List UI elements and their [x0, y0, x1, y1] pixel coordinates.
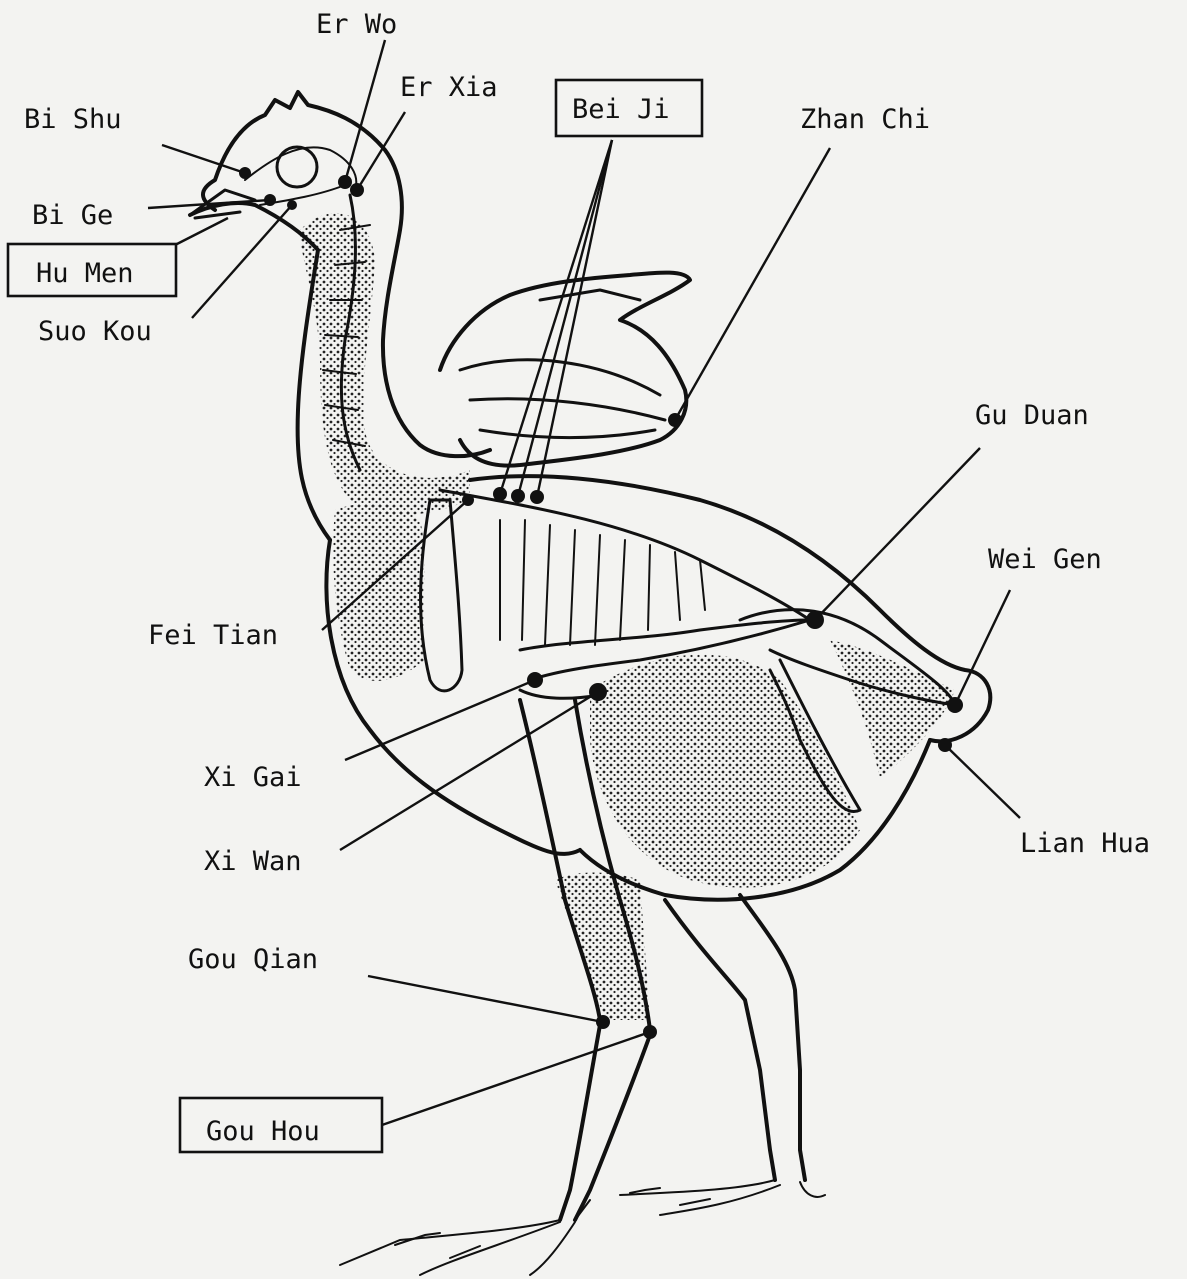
- leader-bei-ji-1: [500, 140, 612, 494]
- point-bei-ji-3: [530, 490, 544, 504]
- leader-bi-shu: [162, 145, 245, 173]
- leader-gou-hou: [382, 1032, 650, 1125]
- point-xi-gai: [527, 672, 543, 688]
- label-er-wo: Er Wo: [316, 9, 397, 40]
- label-gu-duan: Gu Duan: [975, 400, 1089, 431]
- skull-lines: [245, 147, 356, 205]
- label-fei-tian: Fei Tian: [148, 620, 278, 651]
- leg-flesh: [555, 873, 650, 1021]
- point-suo-kou: [287, 200, 297, 210]
- leader-hu-men: [175, 218, 228, 245]
- point-lian-hua: [938, 738, 952, 752]
- leader-suo-kou: [192, 205, 292, 318]
- leader-gu-duan: [815, 448, 980, 620]
- point-bi-shu: [239, 167, 251, 179]
- leader-er-wo: [345, 40, 385, 182]
- point-xi-wan: [589, 683, 607, 701]
- label-bi-ge: Bi Ge: [32, 200, 113, 231]
- label-wei-gen: Wei Gen: [988, 544, 1102, 575]
- back-leg: [620, 895, 825, 1215]
- leader-zhan-chi: [675, 148, 830, 420]
- leader-bei-ji-2: [518, 140, 612, 496]
- leader-bei-ji-3: [537, 140, 612, 497]
- leader-wei-gen: [955, 590, 1010, 705]
- label-bi-shu: Bi Shu: [24, 104, 122, 135]
- label-zhan-chi: Zhan Chi: [800, 104, 930, 135]
- label-suo-kou: Suo Kou: [38, 316, 152, 347]
- point-gou-qian: [596, 1015, 610, 1029]
- point-er-wo: [338, 175, 352, 189]
- label-hu-men: Hu Men: [36, 258, 134, 289]
- leader-gou-qian: [368, 976, 603, 1022]
- point-fei-tian: [462, 494, 474, 506]
- label-xi-wan: Xi Wan: [204, 846, 302, 877]
- point-wei-gen: [947, 697, 963, 713]
- label-xi-gai: Xi Gai: [204, 762, 302, 793]
- point-bei-ji-2: [511, 489, 525, 503]
- point-gou-hou: [643, 1025, 657, 1039]
- tail-flesh: [830, 640, 955, 780]
- eye-socket: [277, 147, 317, 187]
- label-er-xia: Er Xia: [400, 72, 498, 103]
- point-zhan-chi: [668, 413, 682, 427]
- label-lian-hua: Lian Hua: [1020, 828, 1150, 859]
- breast-flesh: [333, 503, 425, 680]
- point-er-xia: [350, 183, 364, 197]
- point-gu-duan: [806, 611, 824, 629]
- label-gou-hou: Gou Hou: [206, 1116, 320, 1147]
- leader-lian-hua: [945, 745, 1020, 818]
- label-bei-ji: Bei Ji: [572, 94, 670, 125]
- point-bei-ji-1: [493, 487, 507, 501]
- point-bi-ge: [264, 194, 276, 206]
- leader-xi-wan: [340, 692, 598, 850]
- belly-flesh: [590, 655, 860, 888]
- label-gou-qian: Gou Qian: [188, 944, 318, 975]
